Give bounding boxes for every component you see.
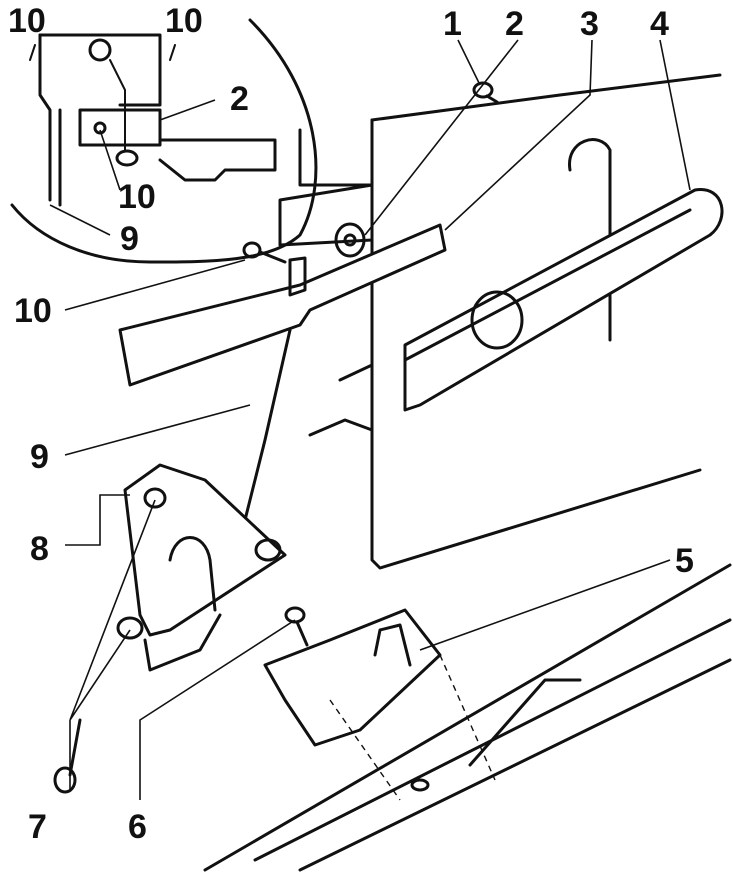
callout-10: 10 [14,292,52,330]
lever-pivot [334,222,366,258]
inset-callout-10-left: 10 [8,2,46,40]
leader-10 [64,259,246,311]
lever-pivot-center [343,233,357,247]
inset-callout-9: 9 [120,220,139,258]
handle-tube-hole [470,290,524,350]
lock-bracket-slot [168,536,217,612]
inset-rod-left [38,33,52,202]
callout-3: 3 [580,5,599,43]
callout-2: 2 [505,5,524,43]
inset-pivot-mid [93,121,107,135]
screw-10 [242,241,287,264]
callout-4: 4 [650,5,669,43]
panel-step [298,128,374,187]
inset-lever-arm [158,138,277,182]
lock-housing [278,183,374,247]
screw-6 [284,606,309,647]
lock-bracket-foot [143,613,222,672]
callout-5: 5 [675,542,694,580]
lock-bracket-plate [123,463,287,637]
leader-6 [139,619,296,800]
leader-1 [457,39,481,86]
callouts: 1 2 3 4 5 6 7 8 9 10 10 10 2 10 9 [8,2,694,846]
screw-7 [53,718,82,794]
inset-nut [115,149,139,167]
panel-cutout [568,138,612,342]
leader-2 [364,39,519,236]
lever-tab [288,256,307,297]
screws [53,81,499,794]
sill-hole [410,778,430,792]
sill-edge-top [203,563,732,872]
inset-link [109,59,126,151]
screw-1 [472,81,499,104]
lock-bracket [116,463,287,672]
leader-8 [65,494,130,546]
sill-edge-low [298,658,732,872]
lever-bracket [118,222,447,387]
inset-callout-2: 2 [230,80,249,118]
lock-bracket-nut [116,616,144,640]
door-sill [203,563,732,872]
callout-1: 1 [443,5,462,43]
leader-inset-2 [159,99,216,121]
panel-top-edge [370,73,722,122]
panel-notches [308,363,374,437]
handle-tube-seam [403,208,692,362]
callout-8: 8 [30,530,49,568]
inset-clips [29,44,176,61]
inset-callout-10-right: 10 [165,2,203,40]
callout-9: 9 [30,438,49,476]
lever-arm [118,223,447,387]
sill-step [468,678,582,767]
inset-plate [78,108,162,147]
inset-bracket-top [38,33,162,107]
handle-tube-body [403,188,724,412]
inset-callout-10-bottom: 10 [118,178,156,216]
striker-bracket [263,608,496,801]
leader-4 [659,39,691,191]
leader-9 [64,404,251,456]
leader-inset-10 [99,129,121,191]
handle-tube [403,188,724,412]
leader-lines [49,39,691,800]
striker-plate [263,608,442,747]
panel-outline [370,118,702,570]
lock-bracket-hole [143,487,167,509]
striker-loop [373,623,412,667]
leader-3 [444,39,593,231]
inset-detail [10,18,318,264]
inset-pivot-top [88,38,112,62]
body-panel [278,73,722,570]
leader-7 [69,499,156,790]
leader-5 [419,559,671,651]
callout-7: 7 [28,808,47,846]
callout-6: 6 [128,808,147,846]
lock-bracket-catch [254,538,282,562]
leader-inset-9 [49,204,111,236]
link-rod [243,328,292,522]
